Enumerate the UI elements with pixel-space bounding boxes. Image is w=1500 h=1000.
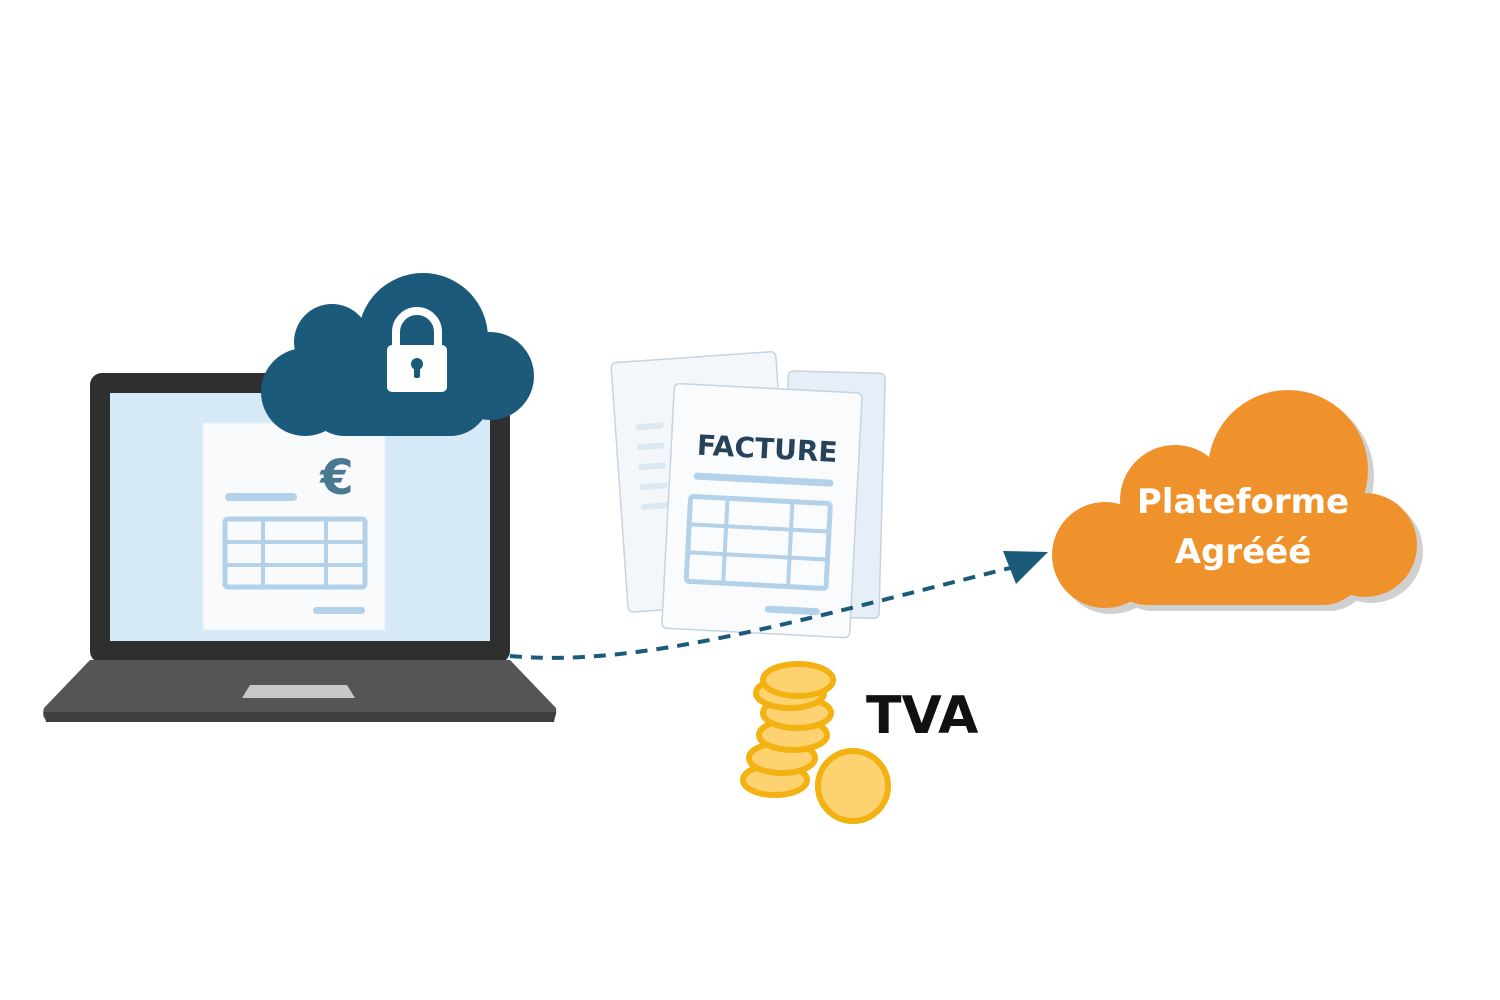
laptop-base-edge xyxy=(44,712,556,722)
euro-symbol: € xyxy=(319,450,353,506)
lock-icon xyxy=(387,307,447,392)
platform-line2: Agrééé xyxy=(1175,532,1312,572)
coins-stack xyxy=(740,661,891,824)
arrow-head xyxy=(1003,551,1048,584)
laptop: € xyxy=(43,373,557,722)
platform-line1: Plateforme xyxy=(1137,482,1349,522)
transfer-arrow xyxy=(509,551,1048,660)
tva-label: TVA xyxy=(866,686,978,746)
invoice-documents: FACTURE xyxy=(610,350,886,639)
front-coin xyxy=(815,748,891,824)
laptop-trackpad xyxy=(242,685,355,698)
screen-invoice: € xyxy=(202,422,386,631)
secure-cloud xyxy=(261,273,534,436)
facture-title: FACTURE xyxy=(696,429,838,469)
platform-cloud: Plateforme Agrééé xyxy=(1052,390,1423,614)
